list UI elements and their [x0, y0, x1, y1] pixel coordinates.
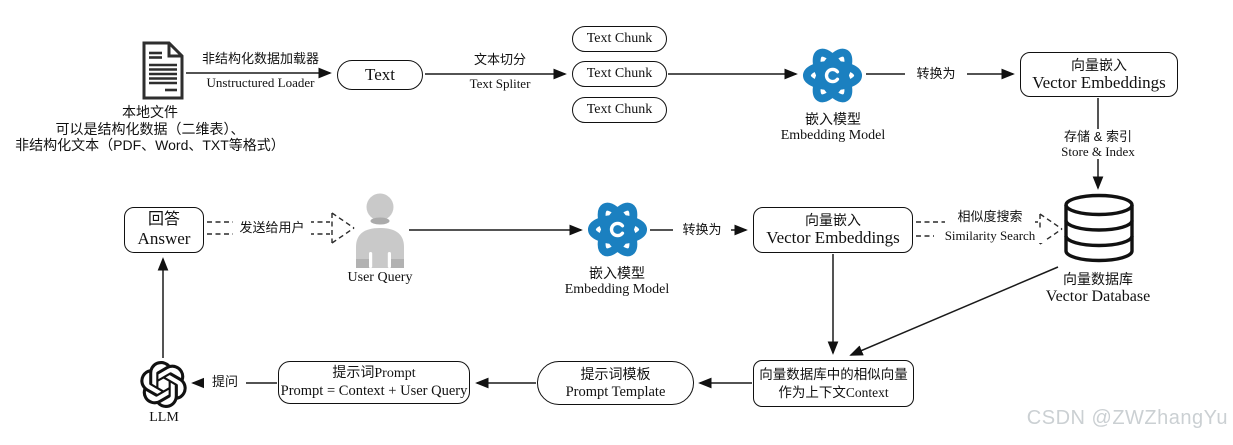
- node-vector-embeddings-mid: 向量嵌入 Vector Embeddings: [753, 207, 913, 253]
- llm-openai-icon: [140, 361, 187, 409]
- embedding-model-icon-mid: [586, 198, 649, 261]
- node-text-chunk-1: Text Chunk: [572, 26, 667, 52]
- edge-label-similarity-search-zh: 相似度搜索: [945, 209, 1035, 224]
- vector-database-label: 向量数据库 Vector Database: [1045, 271, 1151, 305]
- edge-label-text-splitter: 文本切分 Text Spliter: [469, 52, 531, 91]
- edge-label-convert-mid: 转换为: [673, 222, 731, 237]
- node-text-label: Text: [365, 65, 395, 84]
- edge-label-convert-top: 转换为: [905, 66, 967, 81]
- csdn-watermark: CSDN @ZWZhangYu: [1026, 407, 1228, 429]
- edge-label-ask: 提问: [204, 374, 246, 389]
- embedding-model-icon-top: [801, 44, 864, 107]
- edge-label-store-index: 存储 & 索引 Store & Index: [1046, 129, 1150, 159]
- node-text: Text: [337, 60, 423, 90]
- embedding-model-mid-label: 嵌入模型 Embedding Model: [564, 265, 670, 297]
- database-icon: [1062, 192, 1136, 265]
- arrow-database-to-similar: [849, 266, 1059, 356]
- node-text-chunk-3: Text Chunk: [572, 97, 667, 123]
- local-file-caption: 本地文件 可以是结构化数据（二维表）、 非结构化文本（PDF、Word、TXT等…: [15, 104, 285, 153]
- embedding-model-top-label: 嵌入模型 Embedding Model: [780, 111, 886, 143]
- node-similar-vectors: 向量数据库中的相似向量 作为上下文Context: [753, 360, 914, 407]
- node-prompt-template: 提示词模板 Prompt Template: [537, 361, 694, 405]
- edge-label-unstructured-loader: 非结构化数据加载器 Unstructured Loader: [201, 51, 319, 90]
- user-icon: [351, 192, 409, 268]
- edge-label-similarity-search-en: Similarity Search: [934, 228, 1046, 243]
- node-vector-embeddings-top: 向量嵌入 Vector Embeddings: [1020, 52, 1178, 97]
- node-answer: 回答 Answer: [124, 207, 204, 253]
- document-icon: [140, 40, 186, 102]
- node-text-chunk-2: Text Chunk: [572, 61, 667, 87]
- user-query-label: User Query: [347, 270, 413, 285]
- node-prompt: 提示词Prompt Prompt = Context + User Query: [278, 361, 470, 404]
- llm-label: LLM: [149, 410, 179, 425]
- edge-label-send-to-user: 发送给用户: [233, 220, 311, 235]
